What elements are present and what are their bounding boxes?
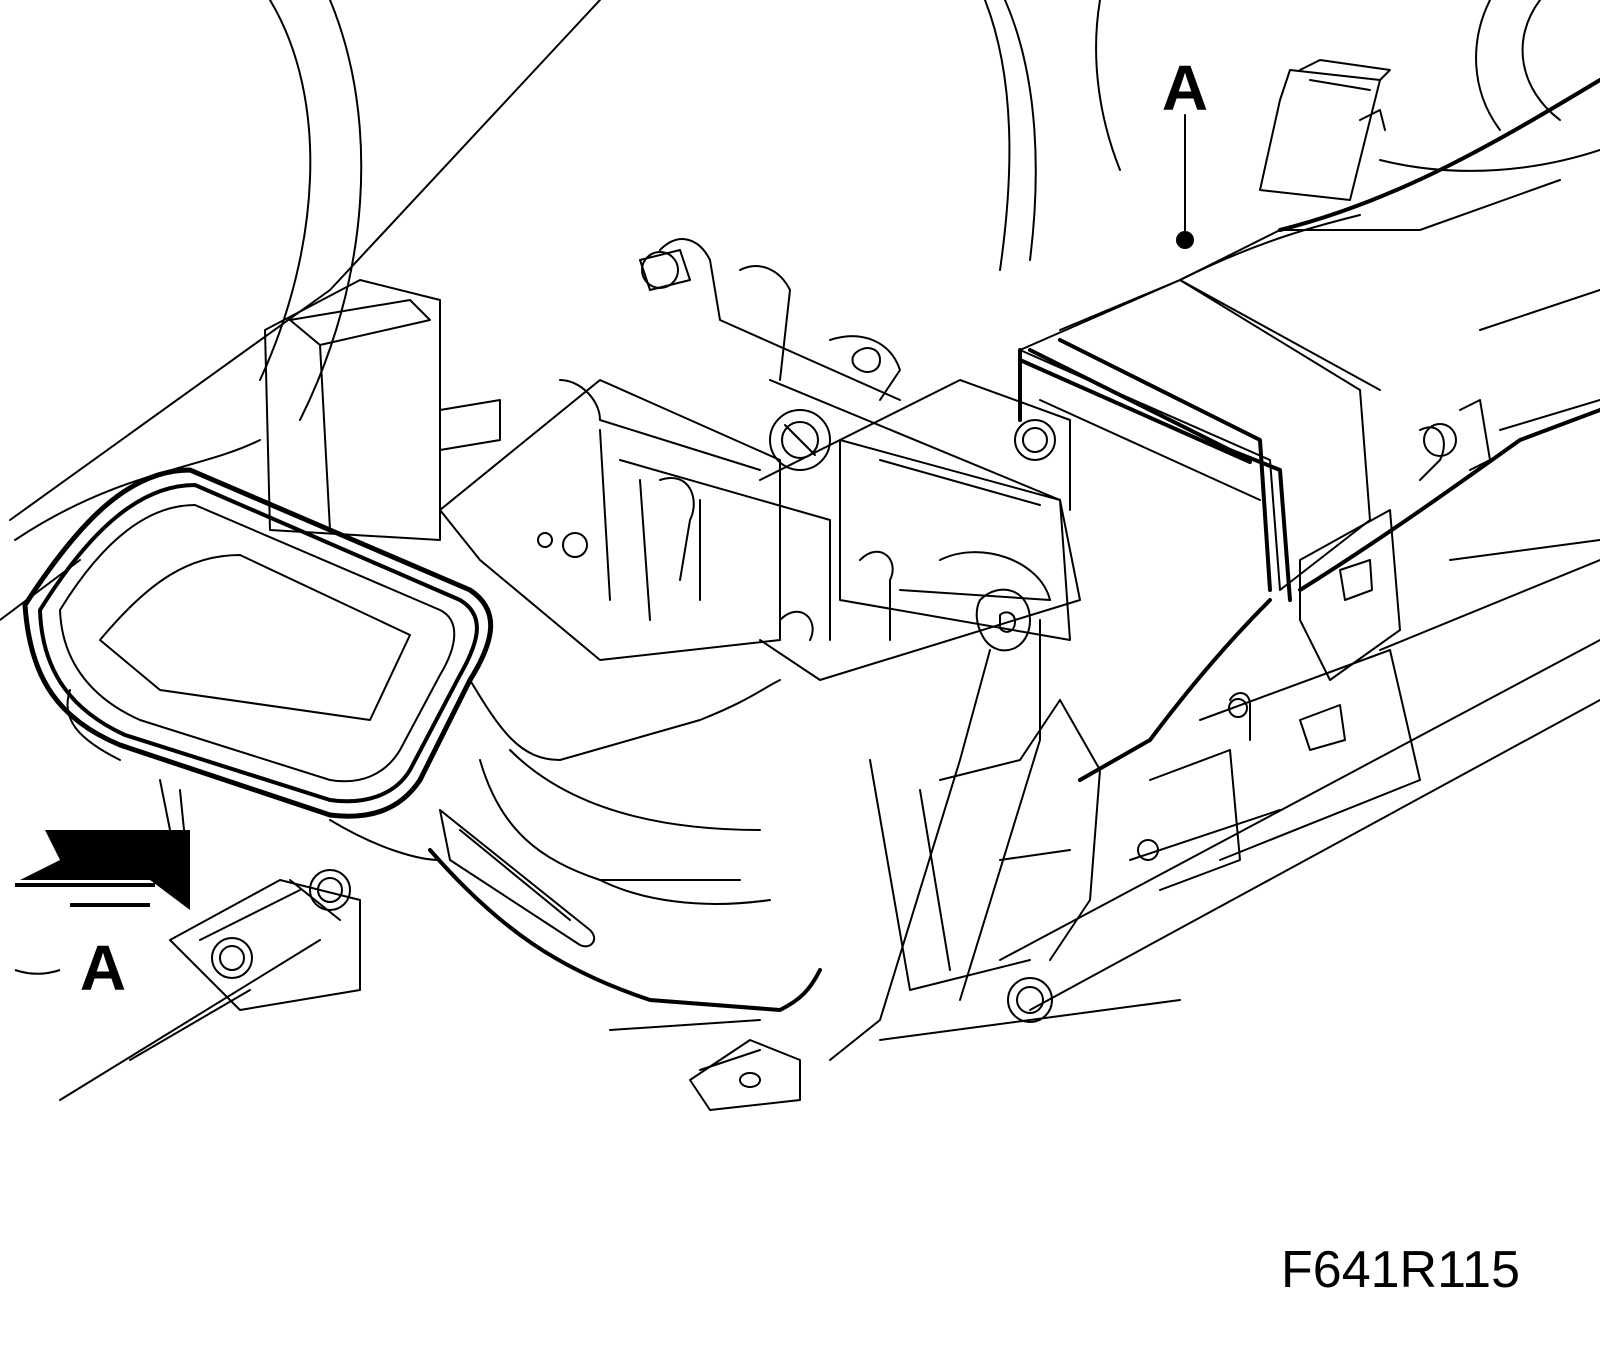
hinge-assembly — [829, 439, 1101, 1061]
bolts — [211, 251, 1457, 1023]
right-floor-brackets — [1129, 399, 1491, 891]
central-crossmember — [439, 238, 1081, 681]
callout-top-point — [1176, 231, 1194, 249]
callout-left-leader — [14, 969, 61, 975]
callout-label-top: A — [1162, 52, 1208, 124]
right-duct-section — [1018, 78, 1600, 782]
left-duct-channel — [329, 679, 822, 1012]
background-structure — [0, 0, 1600, 1101]
left-duct-outlet — [22, 467, 494, 841]
top-right-connector — [1259, 59, 1391, 201]
bottom-center-mount — [689, 1039, 801, 1111]
left-bracket-block — [264, 279, 501, 541]
callout-label-left: A — [80, 932, 126, 1004]
center-bolt — [769, 409, 831, 471]
arrow-icon — [15, 830, 190, 910]
left-lower-mount — [169, 879, 361, 1011]
figure-code: F641R115 — [1281, 1241, 1520, 1299]
